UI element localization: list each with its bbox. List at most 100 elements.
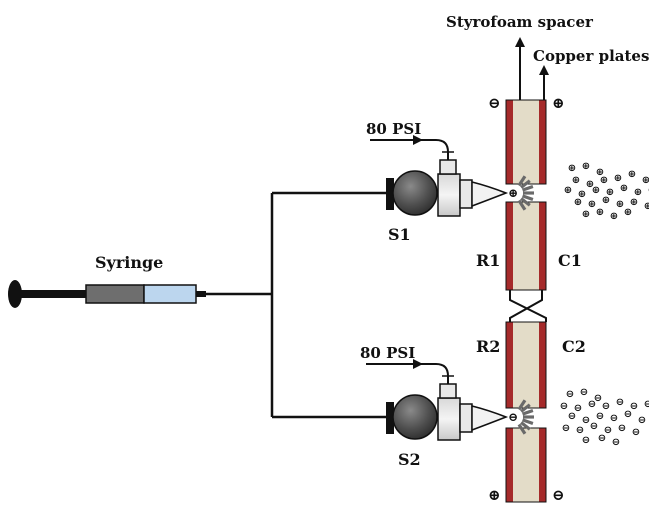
syringe-label: Syringe [95,253,163,272]
charged-droplet: ⊖ [616,397,624,408]
spray-ray [517,399,527,411]
charged-droplet: ⊖ [602,401,610,412]
polarity-top-right: ⊕ [552,94,565,112]
spray-fan-bottom [517,399,534,435]
sprayer-s2-nozzle [471,405,509,432]
polarity-bottom-right: ⊖ [552,486,565,504]
charged-droplet: ⊖ [568,411,576,422]
charged-droplet: ⊖ [574,403,582,414]
copper-plates-label: Copper plates [533,47,649,65]
charged-droplet: ⊖ [624,409,632,420]
charged-droplet: ⊖ [604,425,612,436]
spray-ray [521,418,534,425]
ring-label-r1: R1 [476,251,500,270]
syringe-barrel-fluid [143,284,197,304]
nozzle-charge-top: ⊕ [508,186,518,200]
charged-droplet: ⊖ [588,399,596,410]
charged-droplet: ⊖ [580,387,588,398]
charged-droplet: ⊖ [562,423,570,434]
sprayer-s1-mount [386,178,394,210]
sprayer-s2-collar [459,403,473,433]
syringe-barrel-dark [85,284,145,304]
charged-droplet: ⊕ [582,161,590,172]
ring-r2-plate-top [506,322,513,408]
charged-droplet: ⊕ [596,167,604,178]
polarity-top-left: ⊖ [488,94,501,112]
charged-droplet: ⊖ [576,425,584,436]
charged-droplet: ⊕ [592,185,600,196]
charged-droplet: ⊖ [566,389,574,400]
spray-ray [520,421,531,431]
charged-droplet: ⊕ [648,185,649,196]
syringe [8,280,206,308]
ring-label-r2: R2 [476,337,500,356]
charged-droplet: ⊖ [612,437,620,448]
charged-droplet: ⊕ [596,207,604,218]
charged-droplet: ⊕ [606,187,614,198]
charged-droplet: ⊕ [616,199,624,210]
charged-droplet: ⊕ [572,175,580,186]
sprayer-s1-nozzle [471,181,509,208]
pressure-label-top: 80 PSI [366,120,421,138]
charged-droplet: ⊕ [588,199,596,210]
charged-droplet: ⊕ [642,175,649,186]
spray-ray [520,179,531,189]
ring-r2-plate-bottom [506,428,513,502]
charged-droplet: ⊕ [582,209,590,220]
charged-droplet: ⊖ [596,411,604,422]
sprayer-s1-collar [459,179,473,209]
spray-ray [517,175,527,187]
charged-droplet: ⊕ [568,163,576,174]
charged-droplet: ⊖ [560,401,568,412]
charged-droplet: ⊖ [582,435,590,446]
charged-droplet: ⊕ [644,201,649,212]
sprayer-s1 [378,139,509,217]
cross-wiring [509,290,547,322]
charged-droplet: ⊕ [614,173,622,184]
sprayer-s1-gas-line [378,139,449,174]
charged-droplet: ⊖ [618,423,626,434]
charged-droplet: ⊕ [620,183,628,194]
spray-ray [520,197,531,207]
collector-c2-plate-top [539,322,546,408]
spray-ray [517,423,527,435]
charged-droplet: ⊖ [630,401,638,412]
spray-ray [520,403,531,413]
syringe-plunger-rod [15,290,87,298]
charged-droplet: ⊖ [638,415,646,426]
sprayer-s2-gas-line [374,363,449,398]
spray-fan-top [517,175,534,211]
charged-droplet: ⊕ [628,169,636,180]
sprayer-s1-ball [392,170,438,216]
spray-ray [521,409,534,416]
syringe-tip [196,291,206,297]
charged-droplet: ⊕ [610,211,618,222]
spray-ray [521,185,534,192]
styrofoam-spacer-label: Styrofoam spacer [446,13,594,31]
charged-droplet: ⊖ [594,393,602,404]
sprayer-label-s2: S2 [398,450,421,469]
ring-r1-plate-bottom [506,202,513,290]
collector-c1-plate-bottom [539,202,546,290]
positive-ion-cloud: ⊕⊕⊕⊕⊕⊕⊕⊕⊕⊕⊕⊕⊕⊕⊕⊕⊕⊕⊕⊕⊕⊕⊕⊕⊕⊕ [564,161,649,222]
charged-droplet: ⊖ [598,433,606,444]
collector-c2-plate-bottom [539,428,546,502]
spray-fans [517,175,534,435]
charged-droplet: ⊕ [586,179,594,190]
charged-droplet: ⊕ [600,175,608,186]
charged-droplet: ⊕ [602,195,610,206]
feed-tubing [206,191,388,419]
negative-ion-cloud: ⊖⊖⊖⊖⊖⊖⊖⊖⊖⊖⊖⊖⊖⊖⊖⊖⊖⊖⊖⊖⊖⊖⊖⊖⊖⊖ [560,387,649,448]
collector-c1-plate-top [539,100,546,184]
spray-ray [521,194,534,201]
sprayer-s2-ball [392,394,438,440]
charged-droplet: ⊖ [590,421,598,432]
sprayer-label-s1: S1 [388,225,411,244]
nozzle-charge-bottom: ⊖ [508,410,518,424]
sprayer-s2-body [437,397,461,441]
charged-droplet: ⊖ [644,399,649,410]
charged-droplet: ⊕ [634,187,642,198]
charged-droplet: ⊕ [578,189,586,200]
